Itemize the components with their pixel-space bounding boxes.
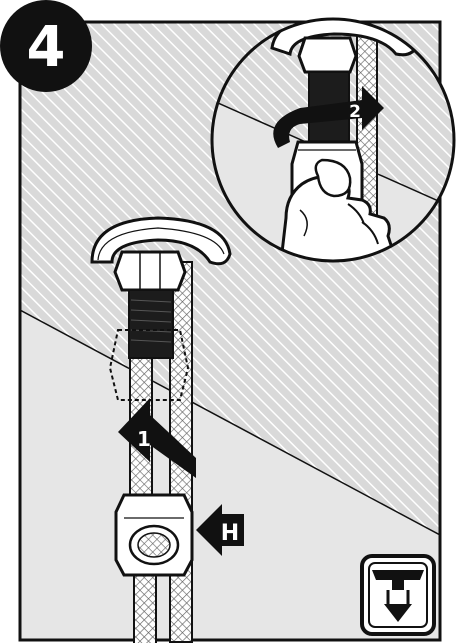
part-h-label: H xyxy=(221,521,239,546)
faucet-install-icon xyxy=(362,556,434,634)
arrow-2-label: 2 xyxy=(349,102,361,122)
arrow-1-label: 1 xyxy=(137,427,151,451)
step-badge: 4 xyxy=(0,0,92,92)
step-number: 4 xyxy=(27,15,66,80)
